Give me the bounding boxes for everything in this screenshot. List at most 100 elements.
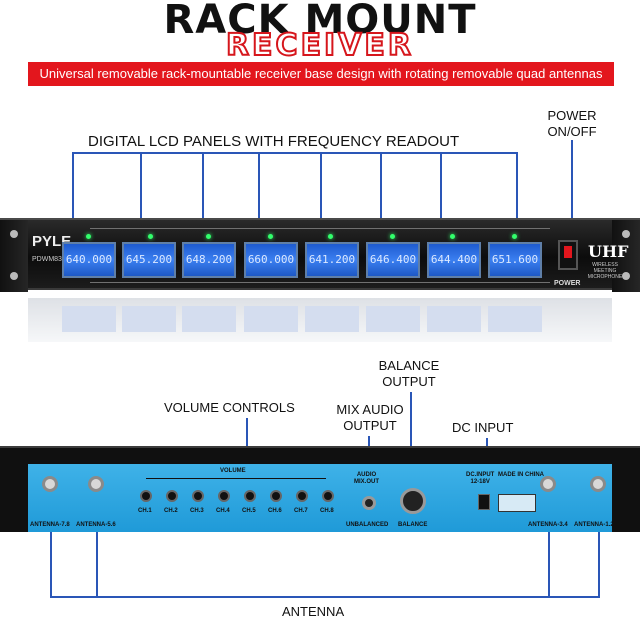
antenna-connector-icon[interactable] (88, 476, 104, 492)
power-switch[interactable] (558, 240, 578, 270)
callout-line-power (571, 140, 573, 222)
reflection-lcd (122, 306, 176, 332)
rear-connector-panel: ANTENNA-7.8 ANTENNA-5.6 ANTENNA-3.4 ANTE… (28, 464, 614, 532)
callout-line-antenna (96, 520, 98, 598)
mount-hole-icon (10, 230, 18, 238)
callout-line-antenna (548, 520, 550, 598)
volume-knob-ch6[interactable] (270, 490, 282, 502)
antenna-label-34: ANTENNA-3.4 (528, 522, 568, 528)
channel-label: CH.2 (164, 508, 178, 514)
balance-label: BALANCE (398, 522, 428, 528)
volume-knob-ch1[interactable] (140, 490, 152, 502)
uhf-subtitle: WIRELESS MEETING MICROPHONE (587, 262, 623, 280)
led-indicator-icon (268, 234, 273, 239)
callout-mix-line1: MIX AUDIO (336, 402, 404, 417)
channel-label: CH.4 (216, 508, 230, 514)
title-receiver: RECEIVER (225, 28, 415, 63)
callout-balance-line2: OUTPUT (382, 374, 436, 389)
description-banner: Universal removable rack-mountable recei… (28, 62, 614, 86)
reflection-lcd (244, 306, 298, 332)
lcd-display-ch2: 645.200 (122, 242, 176, 278)
led-indicator-icon (512, 234, 517, 239)
callout-power-line1: POWER (547, 108, 597, 123)
antenna-connector-icon[interactable] (42, 476, 58, 492)
callout-dc-input: DC INPUT (452, 420, 514, 435)
mount-hole-icon (10, 272, 18, 280)
antenna-connector-icon[interactable] (590, 476, 606, 492)
callout-mix-audio-output: MIX AUDIO OUTPUT (332, 402, 408, 434)
audio-mix-line1: AUDIO (356, 472, 377, 478)
audio-mix-line2: MIX.OUT (354, 479, 379, 485)
mix-out-jack[interactable] (362, 496, 376, 510)
callout-balance-output: BALANCE OUTPUT (374, 358, 444, 390)
callout-mix-line2: OUTPUT (343, 418, 397, 433)
receiver-back-panel: ANTENNA-7.8 ANTENNA-5.6 ANTENNA-3.4 ANTE… (0, 446, 640, 532)
lcd-display-ch4: 660.000 (244, 242, 298, 278)
dc-line1: DC.INPUT (466, 472, 495, 478)
antenna-label-78: ANTENNA-7.8 (30, 522, 70, 528)
model-number: PDWM8350 (32, 256, 70, 263)
receiver-front-panel: PYLE PDWM8350 640.000 645.200 648.200 66… (0, 218, 640, 292)
channel-label: CH.7 (294, 508, 308, 514)
callout-line-volume (246, 418, 248, 466)
dc-line2: 12-18V (470, 479, 490, 485)
volume-label: VOLUME (220, 468, 246, 474)
reflection-lcd (427, 306, 481, 332)
volume-knob-ch7[interactable] (296, 490, 308, 502)
reflection-lcd (366, 306, 420, 332)
dc-input-jack[interactable] (478, 494, 490, 510)
power-switch-label: POWER (554, 280, 581, 287)
led-indicator-icon (328, 234, 333, 239)
channel-label: CH.5 (242, 508, 256, 514)
mount-hole-icon (622, 230, 630, 238)
reflection-lcd (488, 306, 542, 332)
volume-knob-ch4[interactable] (218, 490, 230, 502)
callout-lcd-panels: DIGITAL LCD PANELS WITH FREQUENCY READOU… (88, 133, 460, 150)
callout-line (440, 152, 442, 226)
callout-line-antenna (50, 520, 52, 598)
volume-knob-ch2[interactable] (166, 490, 178, 502)
title-rack-mount: RACK MOUNT (163, 0, 477, 43)
panel-stripe (90, 228, 550, 229)
channel-label: CH.3 (190, 508, 204, 514)
volume-knob-ch5[interactable] (244, 490, 256, 502)
lcd-display-ch8: 651.600 (488, 242, 542, 278)
callout-antenna: ANTENNA (282, 604, 345, 619)
panel-reflection (28, 298, 612, 342)
power-rocker-icon (564, 246, 572, 258)
channel-label: CH.6 (268, 508, 282, 514)
panel-stripe (90, 282, 550, 283)
xlr-balanced-output[interactable] (400, 488, 426, 514)
callout-line (320, 152, 322, 226)
lcd-display-ch7: 644.400 (427, 242, 481, 278)
channel-label: CH.8 (320, 508, 334, 514)
brand-logo: PYLE (32, 233, 72, 250)
callout-line-antenna (598, 520, 600, 598)
audio-mix-out-label: AUDIO MIX.OUT (354, 472, 379, 486)
led-indicator-icon (206, 234, 211, 239)
callout-line (140, 152, 142, 226)
antenna-connector-icon[interactable] (540, 476, 556, 492)
callout-line-horizontal (72, 152, 518, 154)
reflection-lcd (62, 306, 116, 332)
callout-volume-controls: VOLUME CONTROLS (164, 400, 295, 415)
antenna-label-56: ANTENNA-5.6 (76, 522, 116, 528)
volume-knob-ch3[interactable] (192, 490, 204, 502)
callout-line (380, 152, 382, 226)
led-indicator-icon (390, 234, 395, 239)
rack-ear-right (612, 220, 640, 292)
callout-power: POWER ON/OFF (544, 108, 600, 140)
callout-line-antenna-h (50, 596, 600, 598)
callout-power-line2: ON/OFF (547, 124, 597, 139)
reflection-lcd (305, 306, 359, 332)
led-indicator-icon (148, 234, 153, 239)
callout-line-balance (410, 392, 412, 472)
unbalanced-label: UNBALANCED (346, 522, 389, 528)
callout-line (516, 152, 518, 226)
volume-knob-ch8[interactable] (322, 490, 334, 502)
lcd-display-ch5: 641.200 (305, 242, 359, 278)
antenna-label-12: ANTENNA-1.2 (574, 522, 614, 528)
channel-label: CH.1 (138, 508, 152, 514)
volume-bracket (146, 478, 326, 479)
lcd-display-ch3: 648.200 (182, 242, 236, 278)
